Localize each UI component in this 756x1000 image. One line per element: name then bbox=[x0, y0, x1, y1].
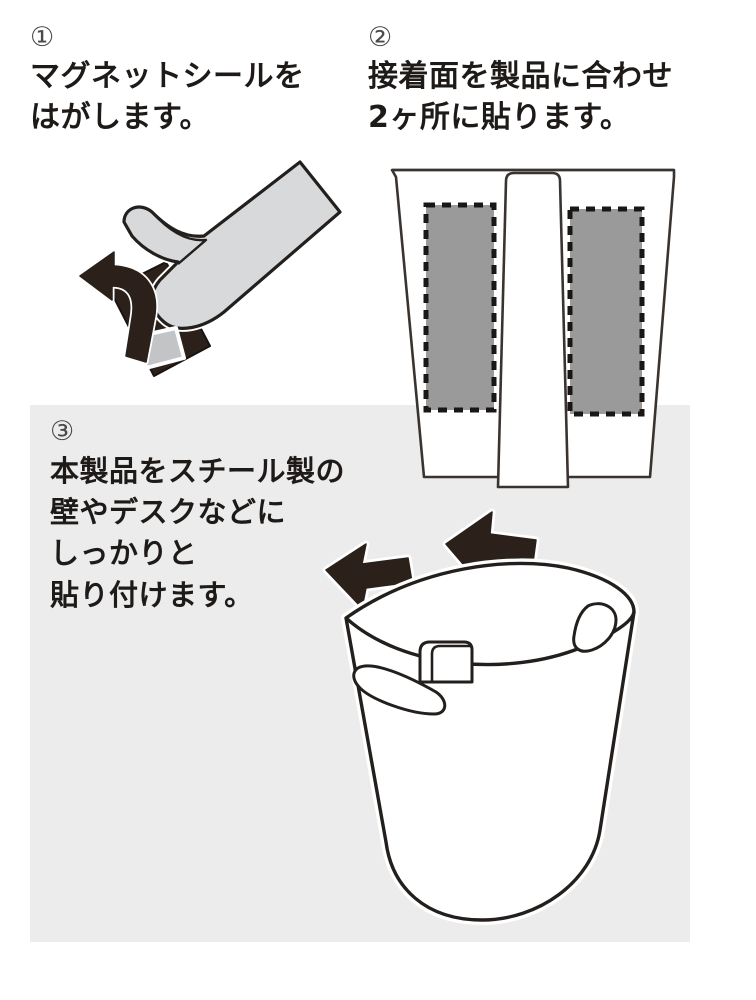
handle-cutout-right bbox=[572, 602, 618, 653]
step-2-text: 接着面を製品に合わせ 2ヶ所に貼ります。 bbox=[368, 59, 673, 135]
step-2-number: ② bbox=[368, 22, 393, 53]
figure-bin-mounted bbox=[300, 500, 700, 950]
step-1-number: ① bbox=[30, 22, 55, 53]
wastebasket-body bbox=[341, 558, 639, 925]
figure-magnet-sticker-peel bbox=[28, 150, 368, 380]
handle-cutout-left bbox=[352, 664, 447, 716]
magnet-sticker bbox=[120, 158, 344, 332]
inner-hook-tab bbox=[418, 640, 474, 684]
bin-center-groove bbox=[496, 171, 570, 489]
step-3-text: 本製品をスチール製の 壁やデスクなどに しっかりと 貼り付けます。 bbox=[50, 454, 346, 612]
step-1-text: マグネットシールを はがします。 bbox=[30, 59, 305, 135]
curved-peel-arrow bbox=[77, 249, 186, 370]
magnet-zone-right bbox=[567, 206, 645, 417]
step-2-block: ② 接着面を製品に合わせ 2ヶ所に貼ります。 bbox=[368, 24, 728, 139]
magnet-zone-left bbox=[423, 202, 497, 413]
step-3-number: ③ bbox=[50, 416, 75, 447]
figure-bin-back-zones bbox=[378, 155, 708, 500]
step-3-block: ③ 本製品をスチール製の 壁やデスクなどに しっかりと 貼り付けます。 bbox=[50, 418, 350, 616]
step-1-block: ① マグネットシールを はがします。 bbox=[30, 24, 350, 139]
